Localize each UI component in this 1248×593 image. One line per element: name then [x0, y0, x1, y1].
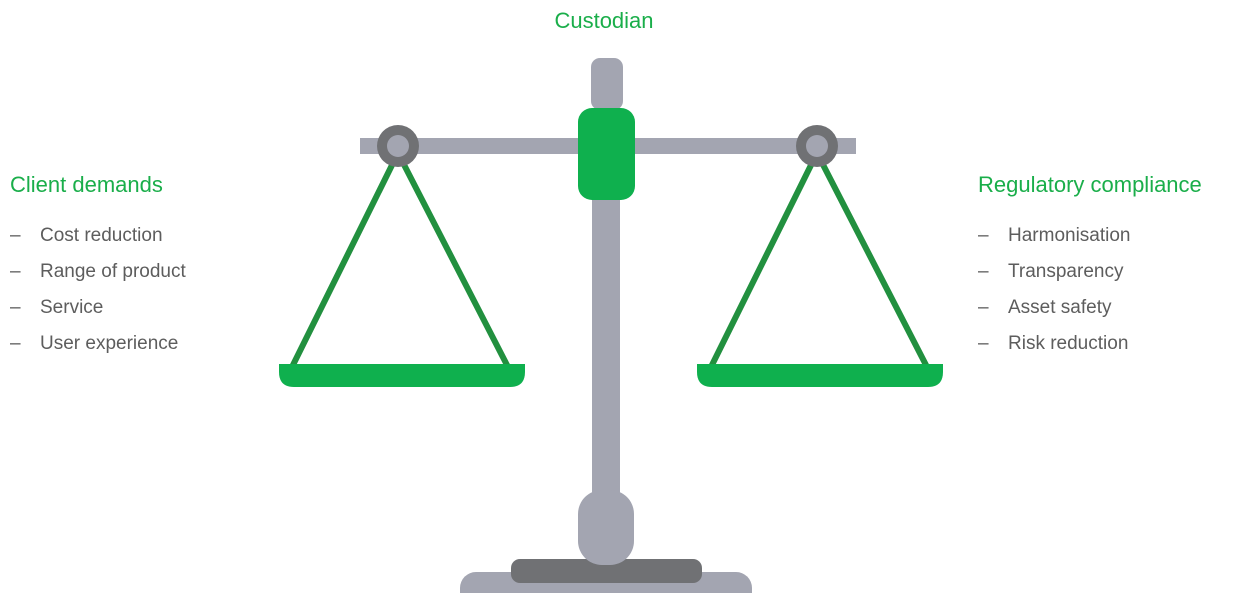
scale-center-block	[578, 108, 635, 200]
left-pan-string	[292, 153, 398, 367]
right-pivot-inner	[806, 135, 828, 157]
scale-top-knob	[591, 58, 623, 110]
left-pivot-inner	[387, 135, 409, 157]
scale-pillar-foot	[578, 490, 634, 565]
left-pan-string	[398, 153, 508, 367]
scale-pillar	[592, 180, 620, 510]
right-pan-string	[817, 153, 927, 367]
left-pan	[279, 364, 525, 387]
right-pan-string	[711, 153, 817, 367]
right-pan	[697, 364, 943, 387]
